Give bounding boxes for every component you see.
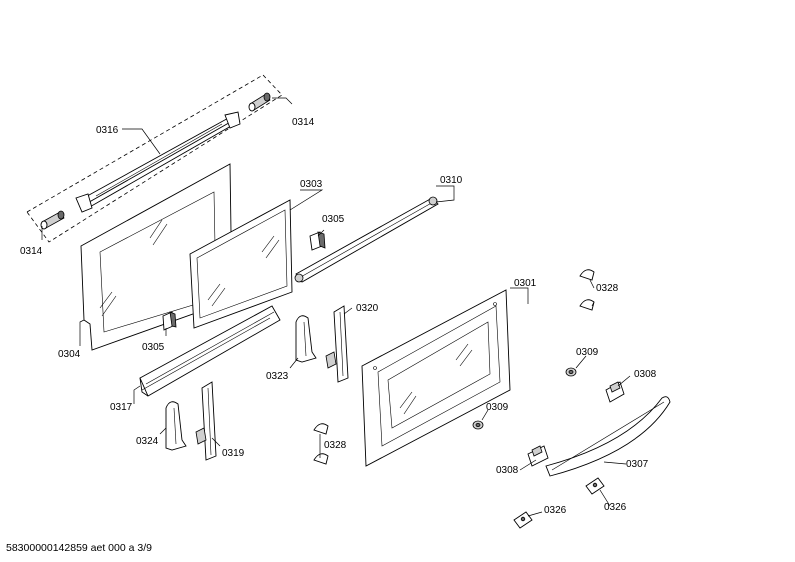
label-0314-left: 0314: [20, 246, 43, 257]
bushing-bottom-1-part: [313, 423, 329, 435]
document-id-footer: 58300000142859 aet 000 a 3/9: [6, 542, 152, 554]
label-0314-right: 0314: [292, 117, 315, 128]
hinge-left-part: [195, 381, 217, 461]
label-0308-left: 0308: [496, 465, 519, 476]
label-0305-upper: 0305: [322, 214, 345, 225]
label-0323: 0323: [266, 371, 289, 382]
door-handle-part: [545, 396, 671, 477]
label-0316: 0316: [96, 125, 119, 136]
bushing-top-1-part: [579, 269, 595, 281]
label-0303: 0303: [300, 179, 323, 190]
label-0324: 0324: [136, 436, 159, 447]
seal-strip-part: [294, 196, 439, 283]
glass-pane-inner-part: [189, 199, 293, 329]
clip-upper-part: [309, 231, 326, 251]
label-0317: 0317: [110, 402, 133, 413]
label-0309-upper: 0309: [576, 347, 599, 358]
label-0326-left: 0326: [544, 505, 567, 516]
label-0309-lower: 0309: [486, 402, 509, 413]
spacer-pin-right: [248, 92, 271, 112]
fixing-plate-right-part: [585, 477, 605, 495]
label-0328-upper: 0328: [596, 283, 619, 294]
label-0328-lower: 0328: [324, 440, 347, 451]
hinge-bracket-left-part: [165, 401, 187, 451]
label-0304: 0304: [58, 349, 81, 360]
label-0310: 0310: [440, 175, 463, 186]
label-0305-lower: 0305: [142, 342, 165, 353]
inner-door-frame-part: [361, 289, 511, 467]
label-0301: 0301: [514, 278, 537, 289]
label-0308-right: 0308: [634, 369, 657, 380]
hinge-bracket-right-part: [295, 315, 317, 363]
clip-lower-part: [162, 311, 177, 331]
label-0307: 0307: [626, 459, 649, 470]
handle-holder-right-part: [605, 381, 625, 403]
label-0319: 0319: [222, 448, 245, 459]
spacer-pin-left: [40, 210, 65, 230]
bushing-top-2-part: [579, 299, 595, 311]
handle-holder-left-part: [527, 445, 549, 467]
bushing-bottom-2-part: [313, 453, 329, 465]
fixing-plate-left-part: [513, 511, 533, 529]
label-0320: 0320: [356, 303, 379, 314]
profile-rail-part: [139, 305, 281, 397]
handle-bar-part: [75, 111, 241, 213]
hinge-right-part: [325, 305, 349, 383]
cap-lower-part: [472, 420, 484, 430]
leader-lines: [41, 97, 631, 517]
part-labels: 0316 0314 0314 0303 0305 0310 0301 0304 …: [20, 117, 657, 516]
label-0326-right: 0326: [604, 502, 627, 513]
cap-upper-part: [565, 367, 577, 377]
